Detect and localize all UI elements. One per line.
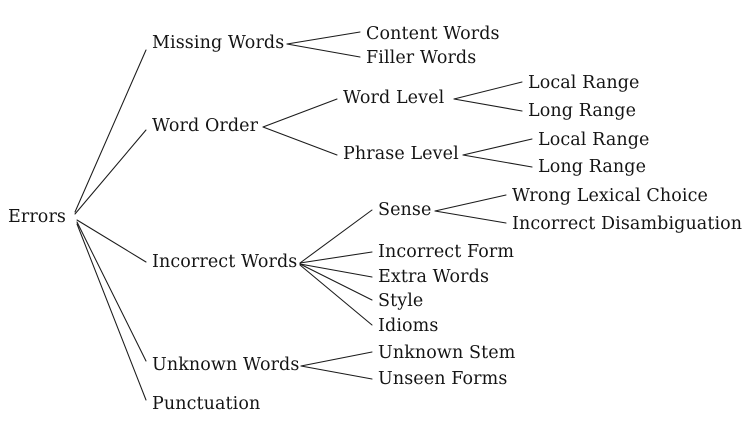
tree-edge-missing_words-to-filler_words bbox=[286, 43, 361, 58]
tree-node-incorrect-form: Incorrect Form bbox=[378, 242, 515, 262]
tree-node-incorrect-words: Incorrect Words bbox=[152, 252, 298, 272]
tree-edge-sense-to-incorrect_disambiguation bbox=[434, 210, 507, 224]
tree-node-pl-local-range: Local Range bbox=[538, 130, 650, 150]
tree-node-style: Style bbox=[378, 291, 424, 311]
tree-edge-missing_words-to-content_words bbox=[286, 31, 361, 45]
tree-node-sense: Sense bbox=[378, 200, 432, 220]
tree-node-unknown-stem: Unknown Stem bbox=[378, 343, 516, 363]
tree-node-punctuation: Punctuation bbox=[152, 394, 261, 414]
tree-edge-root-to-missing_words bbox=[74, 49, 147, 213]
tree-node-content-words: Content Words bbox=[366, 24, 500, 44]
tree-edge-word_level-to-wl_local_range bbox=[453, 81, 523, 100]
tree-node-incorrect-disambiguation: Incorrect Disambiguation bbox=[512, 214, 743, 234]
tree-edge-incorrect_words-to-extra_words bbox=[299, 263, 373, 278]
tree-edge-phrase_level-to-pl_local_range bbox=[462, 138, 533, 156]
tree-edge-incorrect_words-to-sense bbox=[299, 209, 373, 264]
tree-node-wl-long-range: Long Range bbox=[528, 101, 637, 121]
tree-edge-unknown_words-to-unknown_stem bbox=[300, 351, 373, 367]
tree-node-wrong-lexical-choice: Wrong Lexical Choice bbox=[512, 186, 708, 206]
tree-edge-incorrect_words-to-idioms bbox=[299, 264, 373, 326]
tree-edge-phrase_level-to-pl_long_range bbox=[462, 154, 533, 168]
tree-edge-word_order-to-word_level bbox=[262, 98, 338, 128]
tree-edge-root-to-punctuation bbox=[76, 223, 147, 401]
tree-node-unseen-forms: Unseen Forms bbox=[378, 369, 508, 389]
tree-node-filler-words: Filler Words bbox=[366, 48, 477, 68]
tree-node-missing-words: Missing Words bbox=[152, 33, 285, 53]
tree-edge-unknown_words-to-unseen_forms bbox=[300, 365, 373, 380]
tree-node-word-level: Word Level bbox=[343, 88, 445, 108]
tree-edge-word_order-to-phrase_level bbox=[262, 126, 338, 156]
tree-edge-sense-to-wrong_lexical_choice bbox=[434, 194, 507, 212]
tree-node-extra-words: Extra Words bbox=[378, 267, 490, 287]
tree-edge-word_level-to-wl_long_range bbox=[453, 98, 523, 112]
tree-node-word-order: Word Order bbox=[152, 116, 259, 136]
tree-node-pl-long-range: Long Range bbox=[538, 157, 647, 177]
tree-edge-root-to-word_order bbox=[74, 129, 147, 215]
tree-node-wl-local-range: Local Range bbox=[528, 73, 640, 93]
tree-edge-root-to-incorrect_words bbox=[76, 219, 147, 263]
tree-edge-root-to-unknown_words bbox=[76, 221, 147, 362]
tree-edge-incorrect_words-to-incorrect_form bbox=[299, 251, 373, 264]
tree-node-phrase-level: Phrase Level bbox=[343, 144, 459, 164]
tree-node-idioms: Idioms bbox=[378, 316, 439, 336]
tree-edge-incorrect_words-to-style bbox=[299, 263, 373, 301]
tree-node-root: Errors bbox=[8, 207, 66, 227]
tree-node-unknown-words: Unknown Words bbox=[152, 355, 300, 375]
